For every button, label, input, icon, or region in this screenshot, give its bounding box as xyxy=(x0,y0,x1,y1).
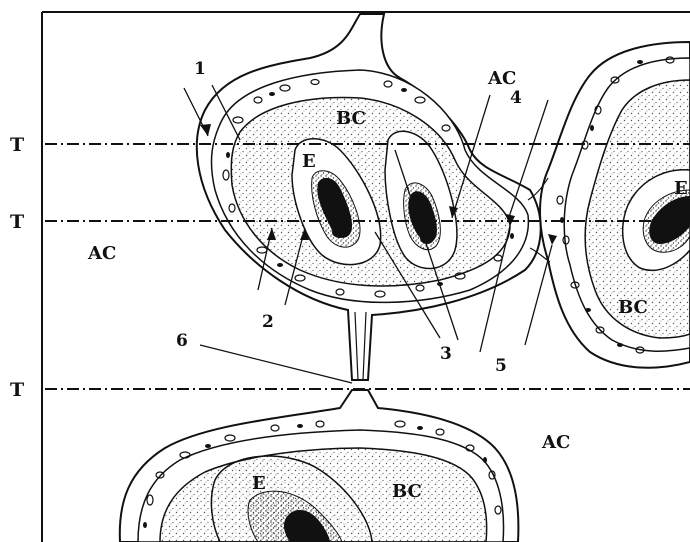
callout-6: 6 xyxy=(176,331,188,351)
section-label-t2: T xyxy=(10,211,24,233)
section-label-t1: T xyxy=(10,134,24,156)
label-bc-top: BC xyxy=(336,108,366,129)
label-e-top: E xyxy=(302,151,316,172)
label-ac-left: AC xyxy=(87,243,116,264)
label-e-bottom: E xyxy=(252,473,266,494)
label-bc-bottom: BC xyxy=(392,481,422,502)
section-label-t3: T xyxy=(10,379,24,401)
label-ac-bottom: AC xyxy=(541,432,570,453)
label-ac-top: AC xyxy=(487,68,516,89)
callout-4: 4 xyxy=(510,88,522,108)
callout-5: 5 xyxy=(495,356,507,376)
callout-1: 1 xyxy=(194,59,206,79)
callout-3: 3 xyxy=(440,344,452,364)
label-bc-right: BC xyxy=(618,297,648,318)
capillary-bottom xyxy=(120,390,519,542)
capillary-right xyxy=(540,42,690,368)
label-e-right: E xyxy=(674,178,688,199)
callout-2: 2 xyxy=(262,312,274,332)
